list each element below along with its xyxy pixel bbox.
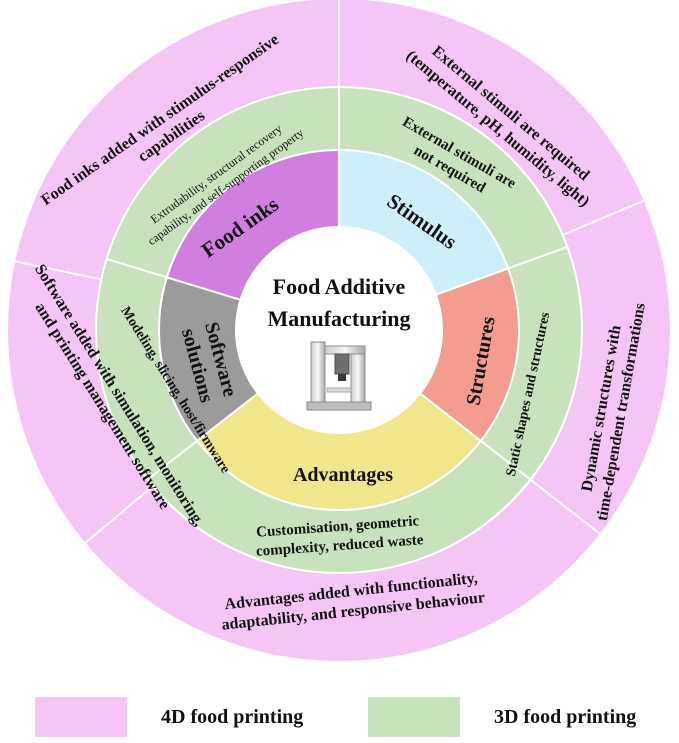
legend-4d-swatch — [35, 697, 127, 737]
legend-3d-swatch — [368, 697, 460, 737]
separators — [15, 0, 645, 574]
separator-3d-4 — [146, 393, 258, 481]
sector-food-inks — [166, 150, 339, 301]
sector-structures — [419, 268, 520, 441]
center-title-line2: Manufacturing — [268, 306, 411, 331]
sector-software — [159, 277, 259, 441]
inner-sectors — [159, 150, 520, 510]
legend-4d-label: 4D food printing — [161, 705, 304, 728]
separator-4d-4 — [84, 485, 154, 544]
sector-stimulus — [339, 150, 509, 296]
separator-3d-3 — [420, 393, 532, 481]
legend-3d-label: 3D food printing — [494, 705, 637, 728]
sector-advantages — [197, 392, 481, 510]
separator-4d-0 — [15, 260, 102, 281]
separator-3d-0 — [106, 257, 240, 301]
separator-4d-3 — [529, 478, 601, 535]
legend-4d: 4D food printing — [35, 693, 303, 741]
legend-3d: 3D food printing — [368, 693, 636, 741]
label-advantages: Advantages — [293, 464, 393, 486]
3d-printer-icon — [306, 341, 372, 411]
ring-boundary-1 — [95, 86, 583, 574]
core-circle — [235, 226, 443, 434]
separator-4d-2 — [562, 199, 645, 236]
center-title-line1: Food Additive — [273, 274, 406, 299]
ring-boundary-0 — [158, 149, 520, 511]
separator-3d-2 — [436, 245, 568, 296]
